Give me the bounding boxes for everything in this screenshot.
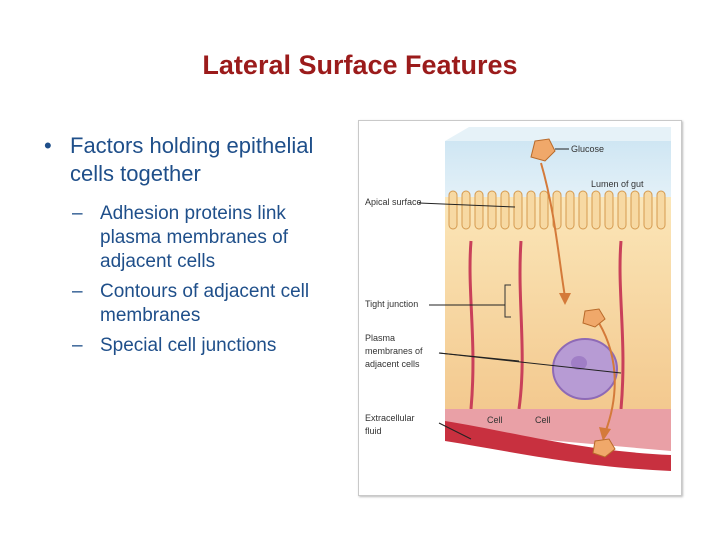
sub-bullet-text: Adhesion proteins link plasma membranes … <box>100 203 288 272</box>
sub-bullet: – Special cell junctions <box>40 334 350 358</box>
epithelium-diagram: Glucose Lumen of gut Apical surface Tigh… <box>365 127 671 471</box>
blood-vessel <box>445 421 671 471</box>
sub-bullet-text: Contours of adjacent cell membranes <box>100 281 310 326</box>
sub-bullet-text: Special cell junctions <box>100 335 277 356</box>
glucose-pathway <box>540 162 616 441</box>
slide-title: Lateral Surface Features <box>202 50 518 80</box>
label-extracellular-fluid: Extracellular <box>365 413 415 423</box>
sub-bullet: – Contours of adjacent cell membranes <box>40 280 350 328</box>
label-cell: Cell <box>535 415 551 425</box>
label-plasma-membranes: membranes of <box>365 346 423 356</box>
label-extracellular-fluid: fluid <box>365 426 382 436</box>
label-tight-junction: Tight junction <box>365 299 418 309</box>
sub-bullet-marker: – <box>72 335 83 356</box>
bullet-list: • Factors holding epithelial cells toget… <box>40 132 350 358</box>
microvilli <box>448 190 666 230</box>
nucleolus <box>571 356 587 370</box>
label-cell: Cell <box>487 415 503 425</box>
label-lumen: Lumen of gut <box>591 179 644 189</box>
label-glucose: Glucose <box>571 144 604 154</box>
extracellular-region <box>445 409 671 451</box>
cell-membranes <box>468 240 625 410</box>
glucose-molecule <box>530 138 556 162</box>
main-bullet: • Factors holding epithelial cells toget… <box>40 132 350 188</box>
sub-bullet: – Adhesion proteins link plasma membrane… <box>40 202 350 274</box>
glucose-molecule <box>582 308 606 328</box>
epithelium-figure: Glucose Lumen of gut Apical surface Tigh… <box>358 120 682 496</box>
sub-bullet-marker: – <box>72 203 83 224</box>
tight-junction-bracket <box>504 284 511 318</box>
main-bullet-text: Factors holding epithelial cells togethe… <box>70 133 314 186</box>
leader-lines <box>418 148 622 440</box>
label-plasma-membranes: adjacent cells <box>365 359 420 369</box>
bullet-marker: • <box>44 133 52 158</box>
label-apical-surface: Apical surface <box>365 197 422 207</box>
sub-bullet-marker: – <box>72 281 83 302</box>
glucose-molecule <box>592 438 616 458</box>
lumen-top-face <box>445 127 671 141</box>
label-plasma-membranes: Plasma <box>365 333 395 343</box>
